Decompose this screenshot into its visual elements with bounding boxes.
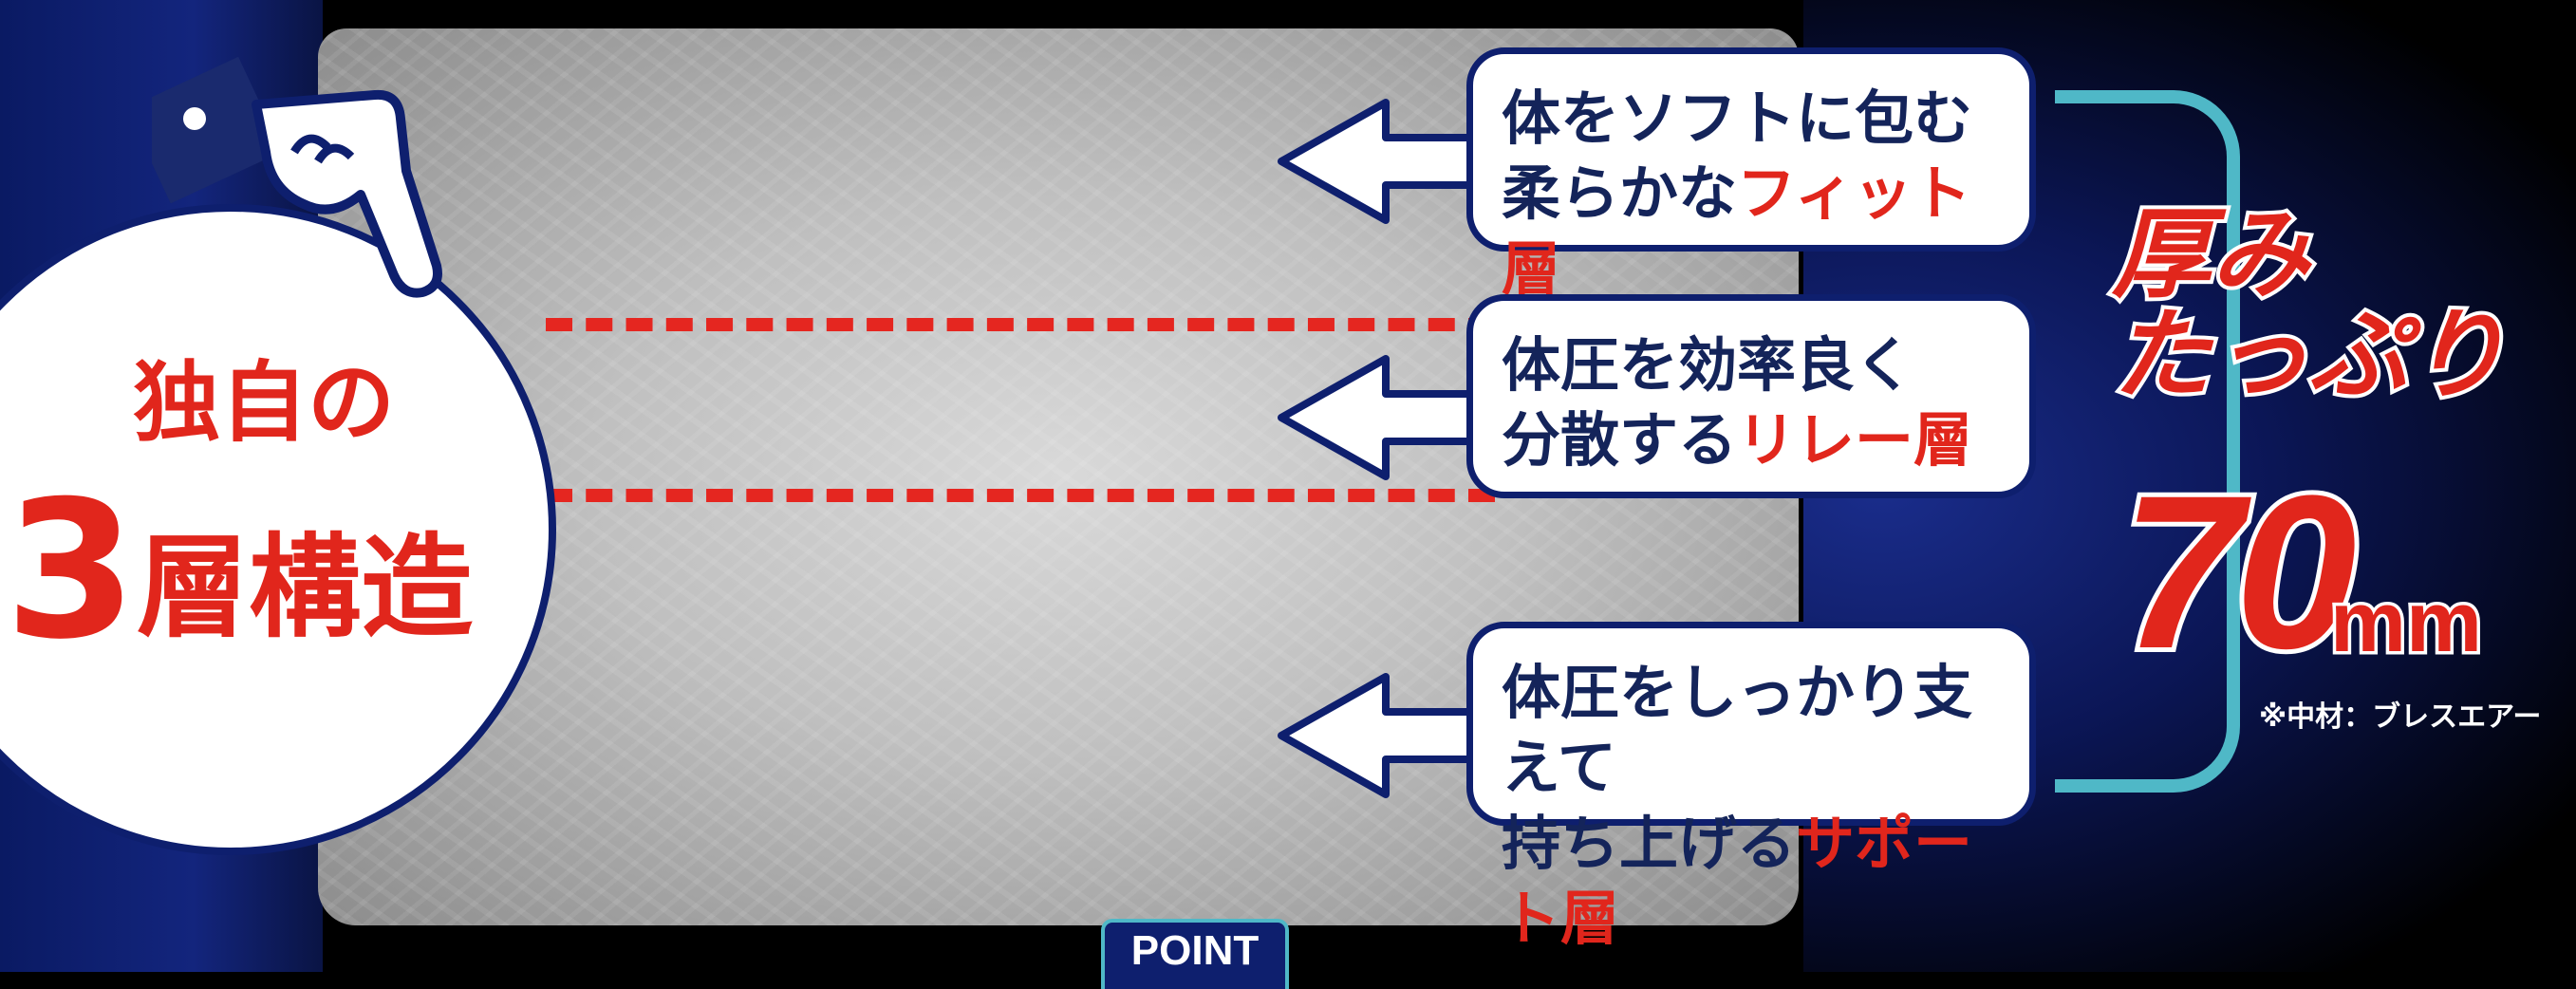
callout-line2: 柔らかなフィット層 <box>1502 156 2001 307</box>
callout-fit-layer: 体をソフトに包む 柔らかなフィット層 <box>1466 47 2036 304</box>
callout-line2: 持ち上げるサポート層 <box>1502 806 2001 957</box>
left-arrow-icon <box>1278 355 1489 480</box>
material-note: ※中材：ブレスエアー <box>2259 700 2542 734</box>
thickness-unit: mm <box>2326 572 2485 674</box>
left-arrow-icon <box>1278 99 1489 224</box>
callout-layer-name: サポート層 <box>1502 808 1973 954</box>
thickness-line2: たっぷり <box>2108 297 2511 414</box>
callout-line2-plain: 持ち上げる <box>1502 808 1797 878</box>
callout-line2-plain: 柔らかな <box>1502 159 1738 229</box>
badge-line2-rest: 層構造 <box>137 522 474 653</box>
callout-layer-name: リレー層 <box>1737 405 1973 476</box>
badge-line2: 3層構造 <box>5 460 473 681</box>
thickness-line1: 厚み <box>2108 196 2313 312</box>
callout-line2-plain: 分散する <box>1502 405 1738 476</box>
badge-line1: 独自の <box>133 352 396 454</box>
thickness-heading: 厚み たっぷり <box>2108 196 2511 414</box>
badge-number: 3 <box>5 460 138 681</box>
point-tab: POINT <box>1101 919 1289 989</box>
left-arrow-icon <box>1278 673 1489 798</box>
structure-badge <box>0 204 556 855</box>
callout-line1: 体をソフトに包む <box>1502 84 1973 153</box>
thickness-bracket <box>2055 90 2240 793</box>
layer-divider-2 <box>546 489 1495 502</box>
callout-layer-name: フィット層 <box>1502 159 1971 304</box>
pointing-hand-icon <box>152 56 442 298</box>
callout-line1: 体圧をしっかり支えて <box>1502 658 1973 803</box>
callout-relay-layer: 体圧を効率良く 分散するリレー層 <box>1466 294 2036 498</box>
callout-line1: 体圧を効率良く <box>1502 330 1914 400</box>
thickness-value: 70 <box>2117 445 2361 699</box>
callout-support-layer: 体圧をしっかり支えて 持ち上げるサポート層 <box>1466 622 2036 953</box>
callout-line2: 分散するリレー層 <box>1502 402 2001 477</box>
layer-divider-1 <box>546 318 1495 331</box>
